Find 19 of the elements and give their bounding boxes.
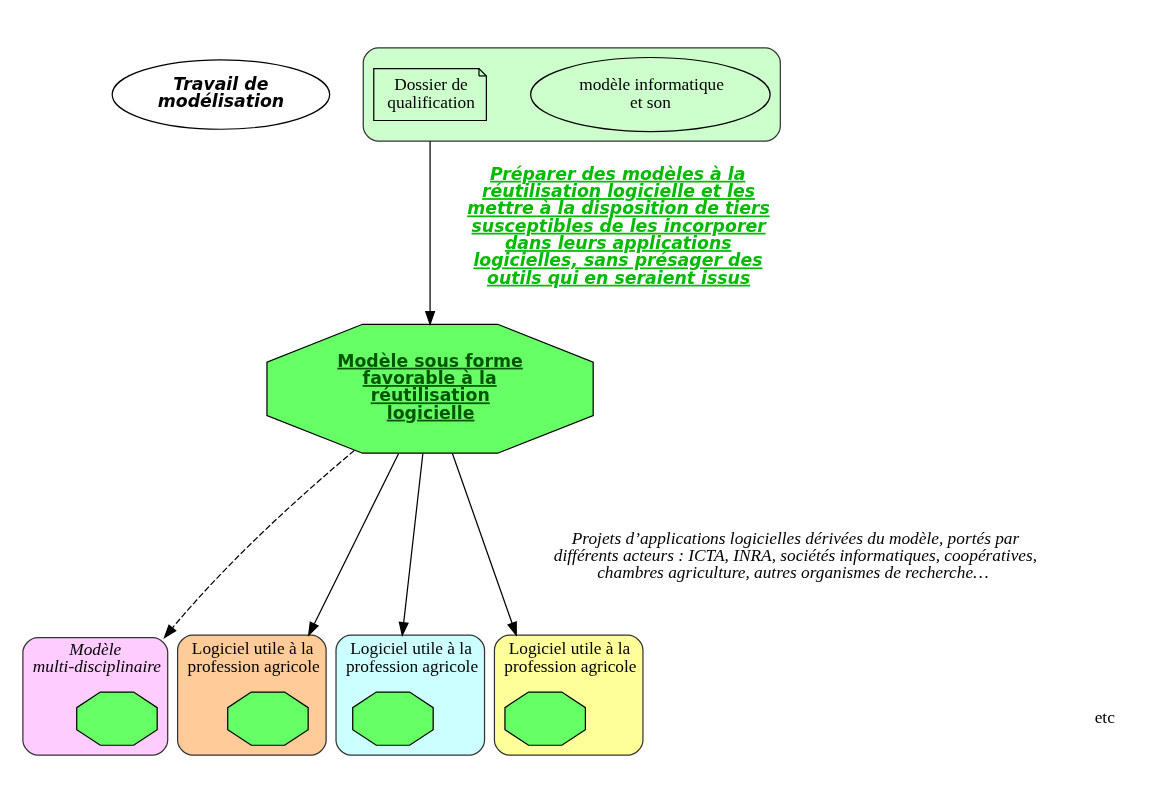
arrow (451, 452, 517, 637)
node-ellipse: Travail de modélisation (111, 59, 331, 130)
edge-label: Préparer des modèles à la réutilisation logicielle et les mettre à la disposition de tiers susceptibles de les incorporer dans leurs applications logicielles, sans présager des outils qui en seraient issus (467, 163, 770, 288)
node-ellipse: modèle informatique et son (530, 56, 771, 133)
arrow (307, 452, 400, 637)
cluster: Modèle multi-disciplinaire (22, 636, 169, 756)
node-octagon (76, 691, 158, 746)
cluster: Logiciel utile à la profession agricole (177, 634, 327, 756)
arrow (398, 452, 424, 637)
cluster: Logiciel utile à la profession agricole (493, 634, 644, 756)
label: etc (1094, 708, 1115, 728)
node-octagon (227, 691, 309, 746)
label: Projets d’applications logicielles dérivées du modèle, portés par différents acteurs : ICTA, INRA, sociétés informatiques, coopératives, chambres agriculture, autres organismes de recherche… (553, 528, 1038, 583)
arrow (424, 140, 436, 326)
node-octagon (504, 691, 586, 746)
node-octagon (352, 691, 434, 746)
arrow (163, 449, 355, 639)
cluster (362, 47, 781, 142)
cluster: Logiciel utile à la profession agricole (335, 634, 486, 756)
